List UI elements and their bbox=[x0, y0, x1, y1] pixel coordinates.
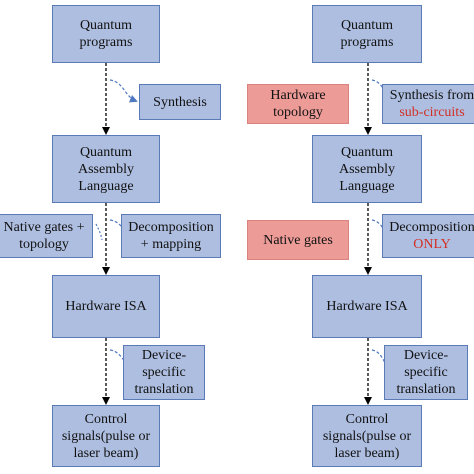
left-hardware-isa-box: Hardware ISA bbox=[52, 275, 160, 338]
right-quantum-programs-line-2: programs bbox=[340, 35, 394, 50]
right-hardware-topology-line-1: Hardware bbox=[270, 88, 326, 103]
left-control-line-1: Control bbox=[84, 411, 128, 427]
left-device-line-1: Device- bbox=[141, 348, 187, 363]
right-native-gates-label: Native gates bbox=[263, 232, 333, 248]
left-native-gates-line-2: topology bbox=[19, 237, 69, 252]
left-qasm-line-1: Quantum bbox=[79, 144, 133, 160]
left-qasm-line-3: Language bbox=[78, 178, 134, 194]
right-qasm-line-3: Language bbox=[339, 178, 395, 194]
right-hardware-topology-line-2: topology bbox=[273, 105, 323, 120]
right-device-line-3: translation bbox=[396, 382, 456, 397]
left-device-line-2: specific bbox=[142, 365, 186, 380]
right-qasm-line-1: Quantum bbox=[340, 144, 394, 160]
right-hardware-topology-box: Hardware topology bbox=[247, 84, 349, 124]
right-synthesis-from-label: Synthesis from bbox=[389, 88, 474, 103]
right-native-gates-box: Native gates bbox=[247, 220, 349, 260]
right-sub-circuits-label: sub-circuits bbox=[399, 105, 465, 120]
left-quantum-programs-line-2: programs bbox=[79, 35, 133, 50]
right-control-line-2: signals(pulse or bbox=[322, 428, 412, 444]
left-hardware-isa-label: Hardware ISA bbox=[65, 299, 147, 314]
left-control-line-2: signals(pulse or bbox=[61, 428, 151, 444]
right-quantum-programs-box: Quantum programs bbox=[312, 5, 422, 63]
left-qasm-line-2: Assembly bbox=[78, 161, 134, 177]
left-native-gates-line-1: Native gates + bbox=[3, 220, 85, 235]
left-quantum-programs-box: Quantum programs bbox=[52, 5, 160, 63]
left-quantum-programs-line-1: Quantum bbox=[79, 18, 133, 33]
left-decomposition-mapping-box: Decomposition + mapping bbox=[121, 214, 221, 258]
right-synthesis-box: Synthesis from sub-circuits bbox=[382, 84, 474, 124]
right-qasm-line-2: Assembly bbox=[339, 161, 395, 177]
left-device-translation-box: Device- specific translation bbox=[123, 345, 205, 400]
left-decomposition-line-2: + mapping bbox=[140, 237, 202, 252]
right-hardware-isa-box: Hardware ISA bbox=[312, 275, 422, 338]
left-qasm-box: Quantum Assembly Language bbox=[52, 135, 160, 203]
left-side-arrow-native-gates bbox=[95, 223, 103, 241]
left-control-signals-box: Control signals(pulse or laser beam) bbox=[52, 405, 160, 467]
right-control-signals-box: Control signals(pulse or laser beam) bbox=[312, 405, 422, 467]
left-side-arrow-synthesis bbox=[109, 79, 138, 103]
right-qasm-box: Quantum Assembly Language bbox=[312, 135, 422, 203]
right-control-line-1: Control bbox=[345, 411, 389, 427]
right-hardware-isa-label: Hardware ISA bbox=[326, 299, 408, 314]
right-device-translation-box: Device- specific translation bbox=[384, 345, 468, 400]
left-control-line-3: laser beam) bbox=[73, 445, 139, 461]
left-synthesis-box: Synthesis bbox=[139, 84, 221, 120]
right-decomposition-label: Decomposition bbox=[389, 220, 474, 235]
left-device-line-3: translation bbox=[134, 382, 194, 397]
left-decomposition-line-1: Decomposition bbox=[128, 220, 214, 235]
right-quantum-programs-line-1: Quantum bbox=[340, 18, 394, 33]
right-device-line-1: Device- bbox=[403, 348, 449, 363]
right-decomposition-box: Decomposition ONLY bbox=[382, 214, 474, 258]
left-synthesis-label: Synthesis bbox=[153, 94, 207, 110]
right-device-line-2: specific bbox=[404, 365, 448, 380]
left-native-gates-topology-box: Native gates + topology bbox=[0, 214, 93, 258]
right-control-line-3: laser beam) bbox=[334, 445, 400, 461]
right-only-label: ONLY bbox=[413, 237, 451, 252]
